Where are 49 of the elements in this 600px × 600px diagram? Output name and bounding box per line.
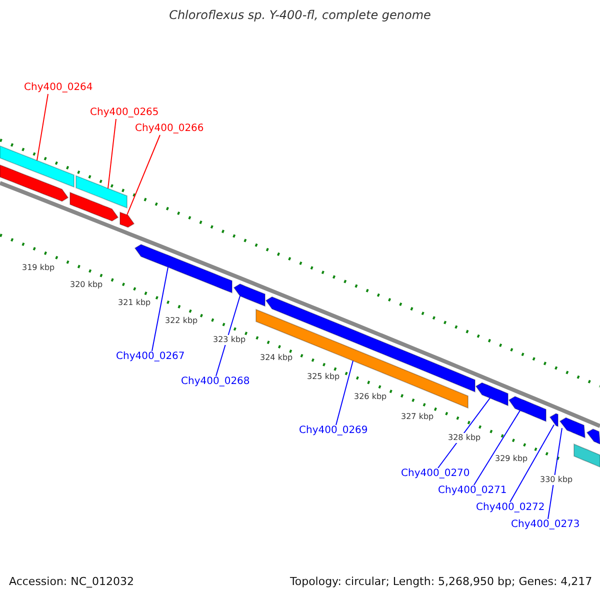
gene-label: Chy400_0264 xyxy=(24,82,93,94)
scale-label: 327 kbp xyxy=(401,412,434,422)
gene-feature xyxy=(70,192,119,222)
scale-label: 329 kbp xyxy=(495,454,528,464)
gene-feature xyxy=(76,175,128,209)
leader-line xyxy=(438,398,490,468)
scale-label: 328 kbp xyxy=(448,433,481,443)
gene-label: Chy400_0270 xyxy=(401,468,470,480)
gene-feature xyxy=(256,308,468,409)
scale-label: 324 kbp xyxy=(260,353,293,363)
gene-feature xyxy=(559,417,586,438)
leader-line xyxy=(152,266,168,352)
gene-feature xyxy=(0,164,69,202)
title: Chloroflexus sp. Y-400-fl, complete genome xyxy=(168,8,432,22)
gene-label: Chy400_0271 xyxy=(438,485,507,497)
gene-label: Chy400_0269 xyxy=(299,425,368,437)
gene-feature xyxy=(586,428,600,445)
scale-label: 326 kbp xyxy=(354,392,387,402)
scale-label: 319 kbp xyxy=(22,263,55,273)
gene-label: Chy400_0268 xyxy=(181,376,250,388)
gene-feature xyxy=(475,382,508,406)
gene-feature xyxy=(233,283,266,307)
scale-label: 330 kbp xyxy=(540,475,573,485)
leader-line xyxy=(474,410,520,486)
gene-feature xyxy=(0,145,74,188)
scale-label: 323 kbp xyxy=(213,335,246,345)
scale-label: 322 kbp xyxy=(165,316,198,326)
gene-feature xyxy=(574,443,600,468)
accession-text: Accession: NC_012032 xyxy=(9,575,134,588)
gene-feature xyxy=(549,413,558,428)
scale-label: 320 kbp xyxy=(70,280,103,290)
gene-label: Chy400_0267 xyxy=(116,351,185,363)
gene-label: Chy400_0272 xyxy=(476,502,545,514)
leader-line xyxy=(336,360,354,426)
gene-label: Chy400_0266 xyxy=(135,123,204,135)
genome-info-text: Topology: circular; Length: 5,268,950 bp; Genes: 4,217 xyxy=(290,575,592,588)
leader-line xyxy=(510,424,554,502)
leader-line xyxy=(108,118,116,189)
leader-line xyxy=(216,296,240,376)
leader-line xyxy=(548,428,562,520)
leader-line xyxy=(36,94,48,161)
gene-feature xyxy=(120,211,135,228)
gene-feature xyxy=(134,244,232,294)
scale-label: 325 kbp xyxy=(307,372,340,382)
gene-feature xyxy=(508,396,546,422)
gene-label: Chy400_0265 xyxy=(90,107,159,119)
gene-label: Chy400_0273 xyxy=(511,519,580,531)
scale-label: 321 kbp xyxy=(118,298,151,308)
leader-line xyxy=(126,134,160,216)
